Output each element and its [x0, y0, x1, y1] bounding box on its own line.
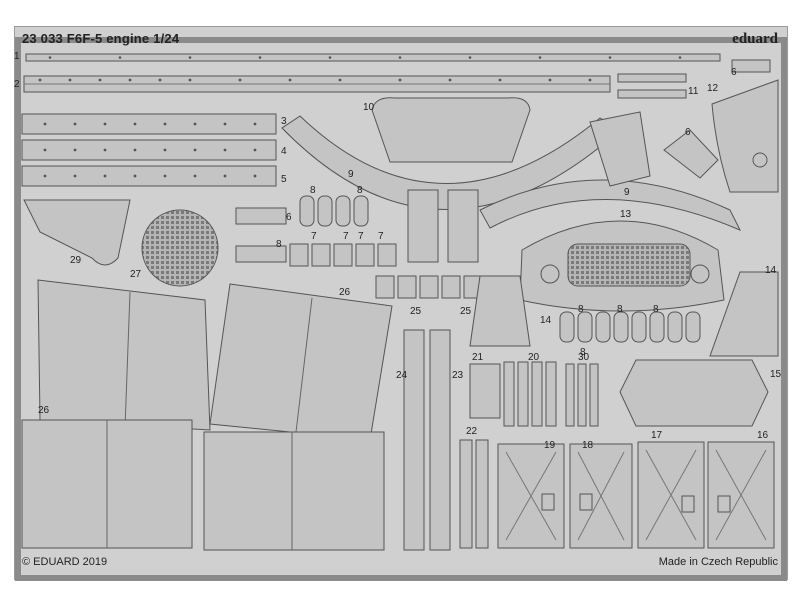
part-23-strip [429, 329, 451, 551]
copyright-text: © EDUARD 2019 [22, 556, 108, 568]
label-part-26-b: 26 [38, 405, 50, 416]
part-9-blade [589, 111, 651, 187]
label-part-10: 10 [363, 102, 375, 113]
label-part-25-b: 25 [460, 306, 472, 317]
label-part-2: 2 [14, 79, 20, 90]
part-9-arc-right [479, 179, 742, 231]
label-part-16: 16 [757, 430, 769, 441]
part-27-mesh-disc [141, 209, 219, 287]
label-part-6-left: 6 [286, 212, 292, 223]
label-part-26-a: 26 [339, 287, 351, 298]
part-8-ring-group-a [299, 195, 369, 227]
label-part-22: 22 [466, 426, 478, 437]
part-4-strip [21, 139, 277, 161]
part-19-door [497, 443, 565, 549]
label-part-6-right: 6 [685, 127, 691, 138]
part-22-strip-a [459, 439, 473, 549]
label-part-27: 27 [130, 269, 142, 280]
label-part-4: 4 [281, 146, 287, 157]
label-part-7-c: 7 [358, 231, 364, 242]
part-8-bracket [235, 245, 287, 263]
label-part-9-b: 9 [624, 187, 630, 198]
label-part-1: 1 [14, 51, 20, 62]
part-17-door [637, 441, 705, 549]
label-part-18: 18 [582, 440, 594, 451]
label-part-14-right: 14 [765, 265, 777, 276]
part-1-strip [25, 53, 721, 62]
sheet-title: 23 033 F6F-5 engine 1/24 [22, 31, 180, 46]
part-6-bracket-left [235, 207, 287, 225]
label-part-5: 5 [281, 174, 287, 185]
label-part-8-e: 8 [617, 304, 623, 315]
part-18-door [569, 443, 633, 549]
label-part-7-d: 7 [378, 231, 384, 242]
part-5-strip [21, 165, 277, 187]
label-part-6-top: 6 [731, 67, 737, 78]
part-11-strips [617, 73, 687, 99]
part-10-panel [371, 97, 531, 163]
part-26-panel-left [37, 279, 211, 431]
part-7-clip-group [289, 243, 397, 267]
label-part-7-b: 7 [343, 231, 349, 242]
part-12-plate [711, 79, 779, 193]
label-part-8-a: 8 [310, 185, 316, 196]
label-part-13: 13 [620, 209, 632, 220]
label-part-21: 21 [472, 352, 484, 363]
label-part-3: 3 [281, 116, 287, 127]
part-13-grille [567, 243, 691, 287]
label-part-23: 23 [452, 370, 464, 381]
origin-text: Made in Czech Republic [658, 556, 778, 568]
part-26-panel-right [209, 283, 393, 441]
part-3-strip [21, 113, 277, 135]
part-14-funnel-left [469, 275, 531, 347]
fret-frame [15, 37, 787, 581]
label-part-7-a: 7 [311, 231, 317, 242]
part-24-strip [403, 329, 425, 551]
part-25-clip-group [375, 275, 483, 299]
part-13-hole-left [540, 264, 560, 284]
label-part-19: 19 [544, 440, 556, 451]
part-22-strip-b [475, 439, 489, 549]
label-part-8-b: 8 [357, 185, 363, 196]
part-2-strip [23, 75, 611, 93]
part-12-hole [752, 152, 768, 168]
part-6-clip [663, 129, 719, 179]
label-part-14-left: 14 [540, 315, 552, 326]
label-part-24: 24 [396, 370, 408, 381]
label-part-29: 29 [70, 255, 82, 266]
label-part-17: 17 [651, 430, 663, 441]
label-part-8-g: 8 [580, 347, 586, 358]
part-20-rib-group [503, 361, 557, 427]
part-6-bracket-top [731, 59, 771, 73]
part-30-rib-group [565, 363, 599, 427]
label-part-12: 12 [707, 83, 719, 94]
part-13-hole-right [690, 264, 710, 284]
label-part-9-a: 9 [348, 169, 354, 180]
label-part-8-f: 8 [653, 304, 659, 315]
label-part-8-c: 8 [276, 239, 282, 250]
part-9-leg-left [407, 189, 439, 263]
part-8-ring-group-b [559, 311, 701, 343]
part-15-plate [619, 359, 769, 427]
label-part-20: 20 [528, 352, 540, 363]
part-9-leg-right [447, 189, 479, 263]
part-14-funnel-right [709, 271, 779, 357]
part-29-funnel [23, 199, 131, 266]
part-21-bracket [469, 363, 501, 419]
part-28-panel-right [203, 431, 385, 551]
label-part-8-d: 8 [578, 304, 584, 315]
part-16-door [707, 441, 775, 549]
label-part-30: 30 [578, 352, 590, 363]
label-part-15: 15 [770, 369, 782, 380]
brand-logo: eduard [732, 31, 778, 47]
label-part-11: 11 [688, 86, 699, 97]
label-part-25-a: 25 [410, 306, 422, 317]
